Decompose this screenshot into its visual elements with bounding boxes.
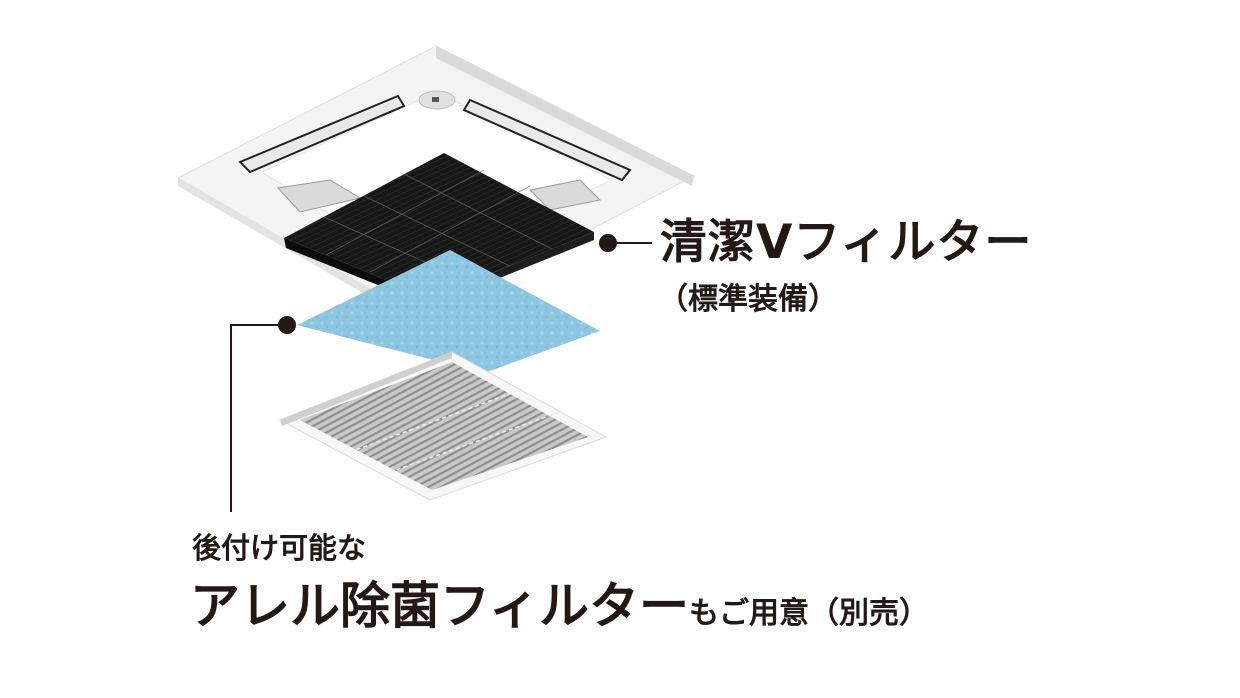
intake-grille — [278, 351, 608, 501]
standard-filter-subtitle: （標準装備） — [658, 282, 838, 317]
leader-optional-filter — [230, 316, 296, 512]
blue-filter-sheet — [297, 250, 600, 373]
optional-filter-prefix: 後付け可能な — [192, 531, 367, 565]
optional-filter-suffix: もご用意（別売） — [689, 596, 929, 631]
standard-filter-title: 清潔Vフィルター — [660, 215, 1033, 270]
leader-standard-filter — [599, 234, 652, 252]
optional-filter-caption: アレル除菌フィルターもご用意（別売） — [190, 576, 929, 644]
optional-filter-title: アレル除菌フィルター — [190, 577, 689, 635]
